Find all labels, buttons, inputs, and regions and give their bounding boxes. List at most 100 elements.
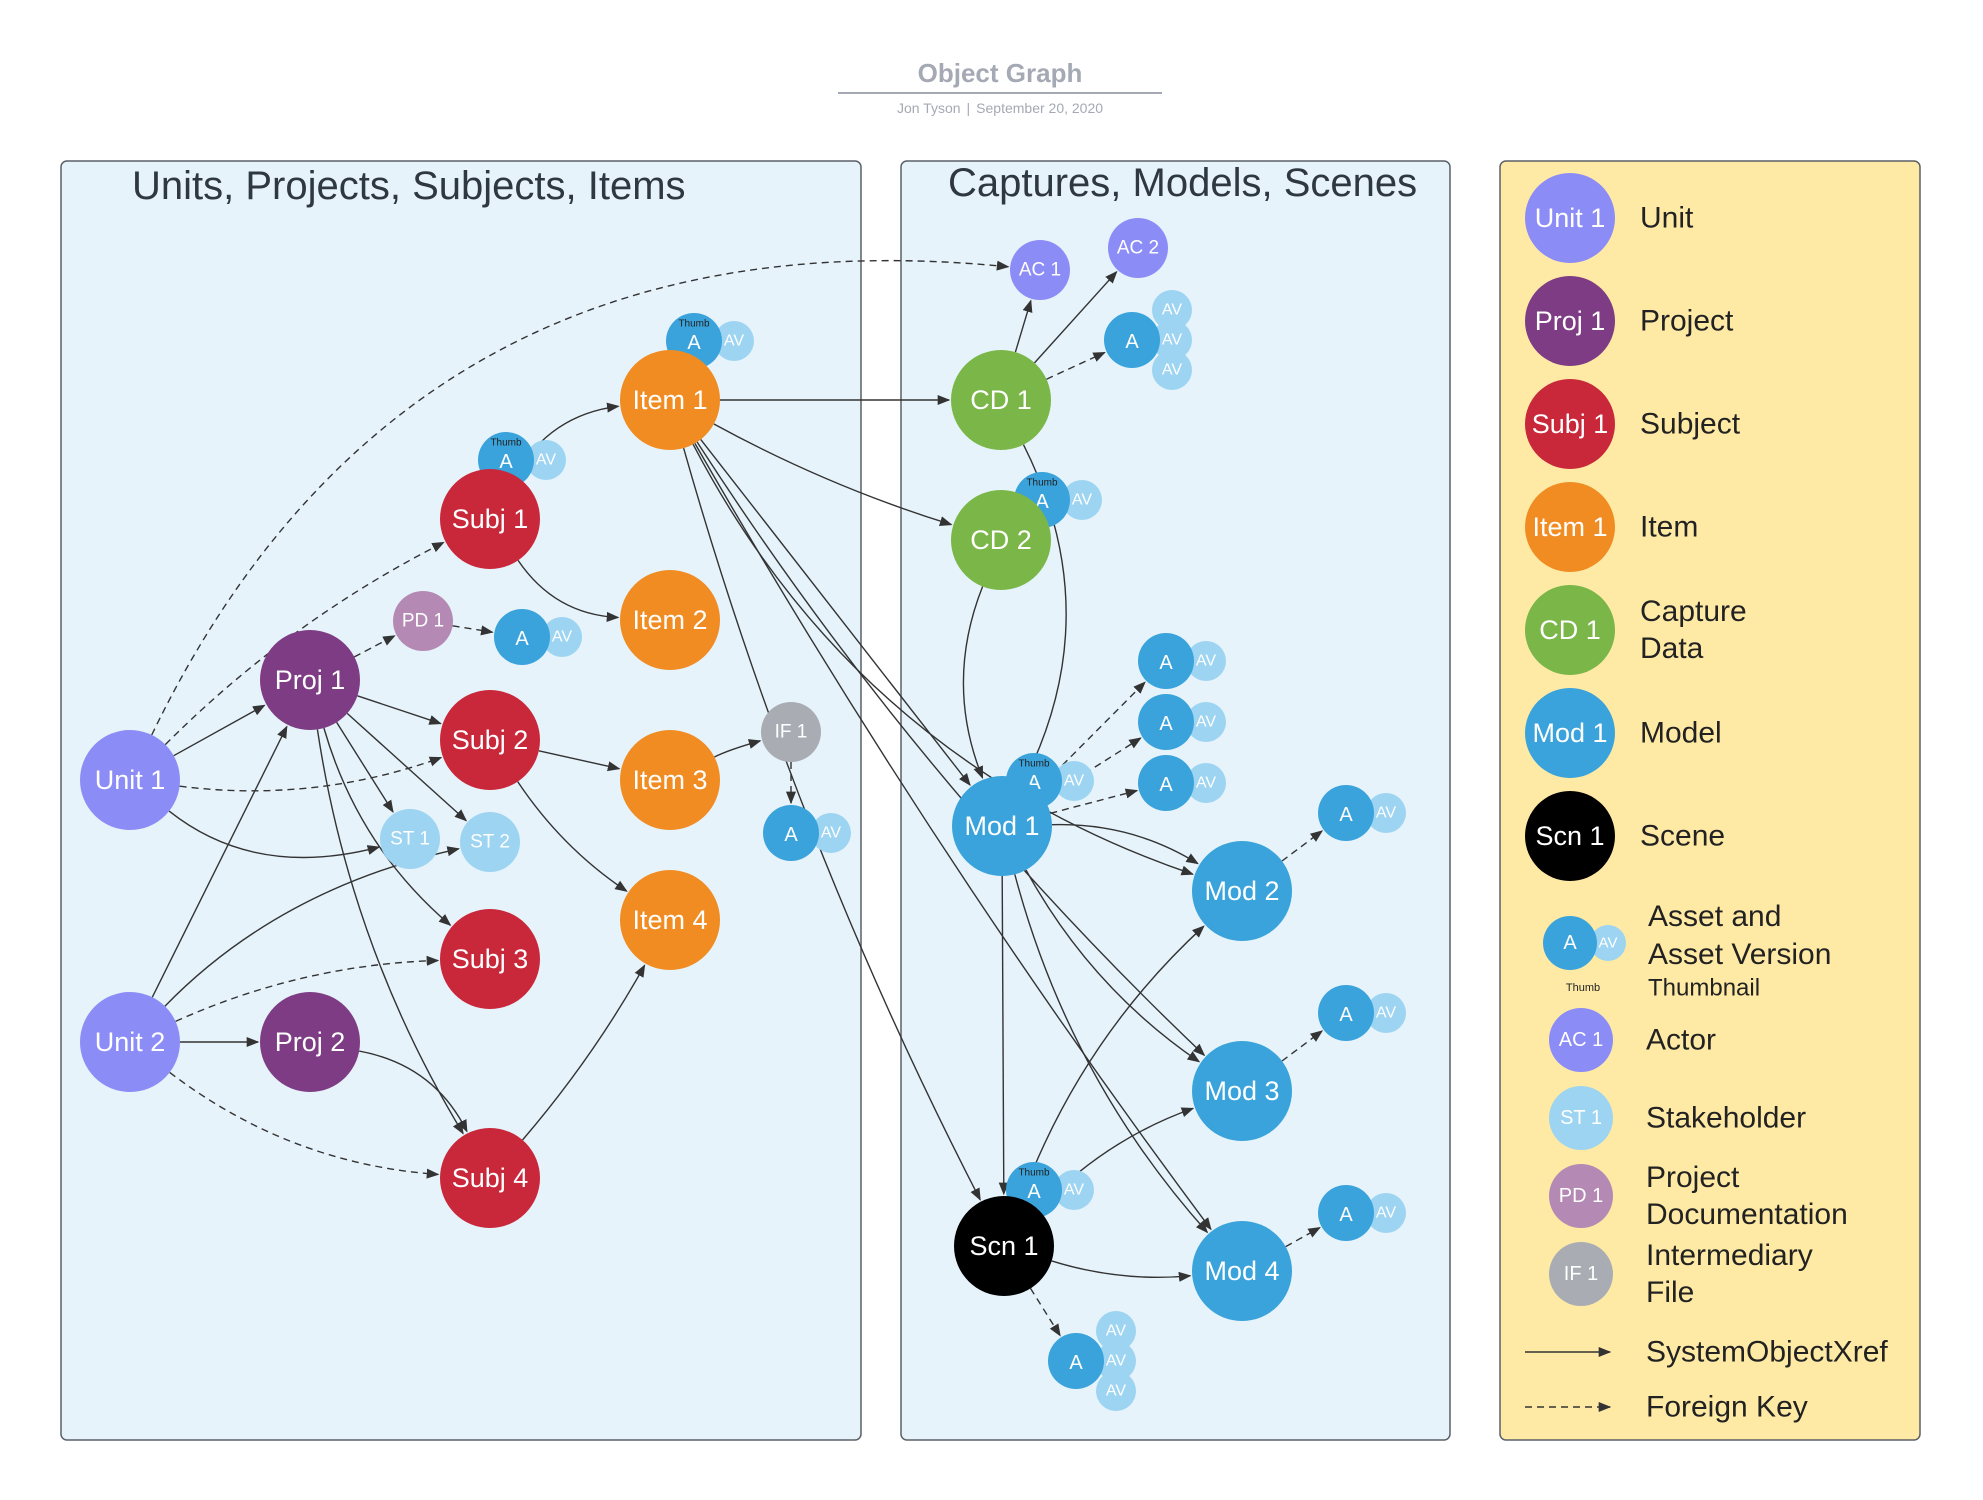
edge-proj1-to-subj2 [357,695,442,725]
node-st1[interactable]: ST 1 [380,809,440,869]
asset-circle [1138,694,1194,750]
legend-thumb-sample: Thumb [1566,982,1600,994]
node-label: CD 2 [970,525,1032,555]
node-subj1[interactable]: Subj 1 [440,469,540,569]
legend-swatch-project [1525,276,1615,366]
node-item2[interactable]: Item 2 [620,570,720,670]
asset-label: A [499,451,513,473]
edge-unit2-to-subj3 [175,955,440,1023]
node-item4[interactable]: Item 4 [620,870,720,970]
edge-item1-to-cd2 [713,423,953,527]
node-ac1[interactable]: AC 1 [1010,240,1070,300]
legend-label: Item [1640,511,1698,544]
asset-version-label: AV [1072,492,1092,509]
model-circle [952,776,1052,876]
node-mod2[interactable]: Mod 2 [1192,841,1292,941]
node-mod1[interactable]: Mod 1 [952,776,1052,876]
node-item1[interactable]: Item 1 [620,350,720,450]
asset-version-circle [1152,350,1192,390]
asset-label: A [1339,1204,1353,1226]
asset-version-label: AV [1106,1323,1126,1340]
asset-circle [1138,633,1194,689]
item-circle [620,350,720,450]
node-label: Unit 2 [95,1027,166,1057]
asset-version-circle [1366,993,1406,1033]
node-mod3[interactable]: Mod 3 [1192,1041,1292,1141]
asset-label: A [1159,774,1173,796]
asset-group: AVA [1318,785,1406,841]
edge-mod2-to-a_mod2 [1281,830,1324,862]
node-label: Mod 4 [1204,1256,1279,1286]
model-circle [1192,841,1292,941]
node-label: Subj 2 [452,725,529,755]
asset-version-label: AV [1106,1353,1126,1370]
asset-group: AV AV AV A [1048,1311,1136,1411]
edge-mod1-to-mod3 [1025,869,1201,1063]
edge-scn1-to-mod4 [1051,1260,1192,1282]
asset-version-label: AV [1196,714,1216,731]
node-ac2[interactable]: AC 2 [1108,218,1168,278]
capture-circle [951,350,1051,450]
thumbnail-label: Thumb [678,319,710,330]
node-unit2[interactable]: Unit 2 [80,992,180,1092]
asset-version-circle [811,813,851,853]
node-st2[interactable]: ST 2 [460,812,520,872]
legend-sample-label: PD 1 [1559,1185,1603,1207]
page-title: Object Graph [917,58,1083,88]
unit-circle [80,730,180,830]
legend-swatch-capture [1525,585,1615,675]
asset-version-label: AV [724,333,744,350]
node-cd2[interactable]: CD 2 [951,490,1051,590]
asset-version-circle [1366,1193,1406,1233]
edge-unit1-to-ac1 [151,260,1010,736]
edge-mod1-to-a_mod1_3 [1050,788,1139,814]
node-scn1[interactable]: Scn 1 [954,1196,1054,1296]
node-label: Item 1 [632,385,707,415]
node-unit1[interactable]: Unit 1 [80,730,180,830]
asset-circle [494,609,550,665]
node-subj4[interactable]: Subj 4 [440,1128,540,1228]
edge-mod3-to-a_mod3 [1281,1030,1324,1062]
legend-sample-label: CD 1 [1539,615,1601,645]
edge-subj2-to-item4 [517,781,628,892]
title-underline [838,92,1162,94]
edge-item1-to-mod1 [700,438,971,786]
date-text: September 20, 2020 [976,100,1104,116]
asset-label: A [1069,1352,1083,1374]
legend-swatch-project_doc [1549,1164,1613,1228]
node-subj2[interactable]: Subj 2 [440,690,540,790]
node-subj3[interactable]: Subj 3 [440,909,540,1009]
asset-version-circle [1096,1371,1136,1411]
node-item3[interactable]: Item 3 [620,730,720,830]
node-label: Item 2 [632,605,707,635]
legend-label: Actor [1646,1024,1716,1057]
asset-version-label: AV [536,452,556,469]
asset-label: A [1339,1004,1353,1026]
node-proj1[interactable]: Proj 1 [260,630,360,730]
node-cd1[interactable]: CD 1 [951,350,1051,450]
actor-circle [1010,240,1070,300]
left-panel-title: Units, Projects, Subjects, Items [132,164,686,208]
node-proj2[interactable]: Proj 2 [260,992,360,1092]
edge-proj1-to-st2 [346,712,468,822]
asset-circle [763,805,819,861]
node-pd1[interactable]: PD 1 [393,591,453,651]
legend-sample-label: Unit 1 [1535,203,1606,233]
legend-label: Scene [1640,820,1725,853]
asset-version-label: AV [1106,1383,1126,1400]
asset-group: AVA [1138,633,1226,689]
intermediary-circle [761,702,821,762]
edge-cd1-to-ac1 [1014,299,1033,353]
legend-thumb-label: Thumbnail [1648,975,1760,1002]
legend-swatch-stakeholder [1549,1086,1613,1150]
asset-version-circle [542,617,582,657]
node-mod4[interactable]: Mod 4 [1192,1221,1292,1321]
edge-subj1-to-item2 [517,560,620,622]
asset-version-circle [714,321,754,361]
legend-asset-circle [1543,916,1597,970]
edge-item1-to-mod4 [694,443,1212,1231]
subject-circle [440,909,540,1009]
node-if1[interactable]: IF 1 [761,702,821,762]
